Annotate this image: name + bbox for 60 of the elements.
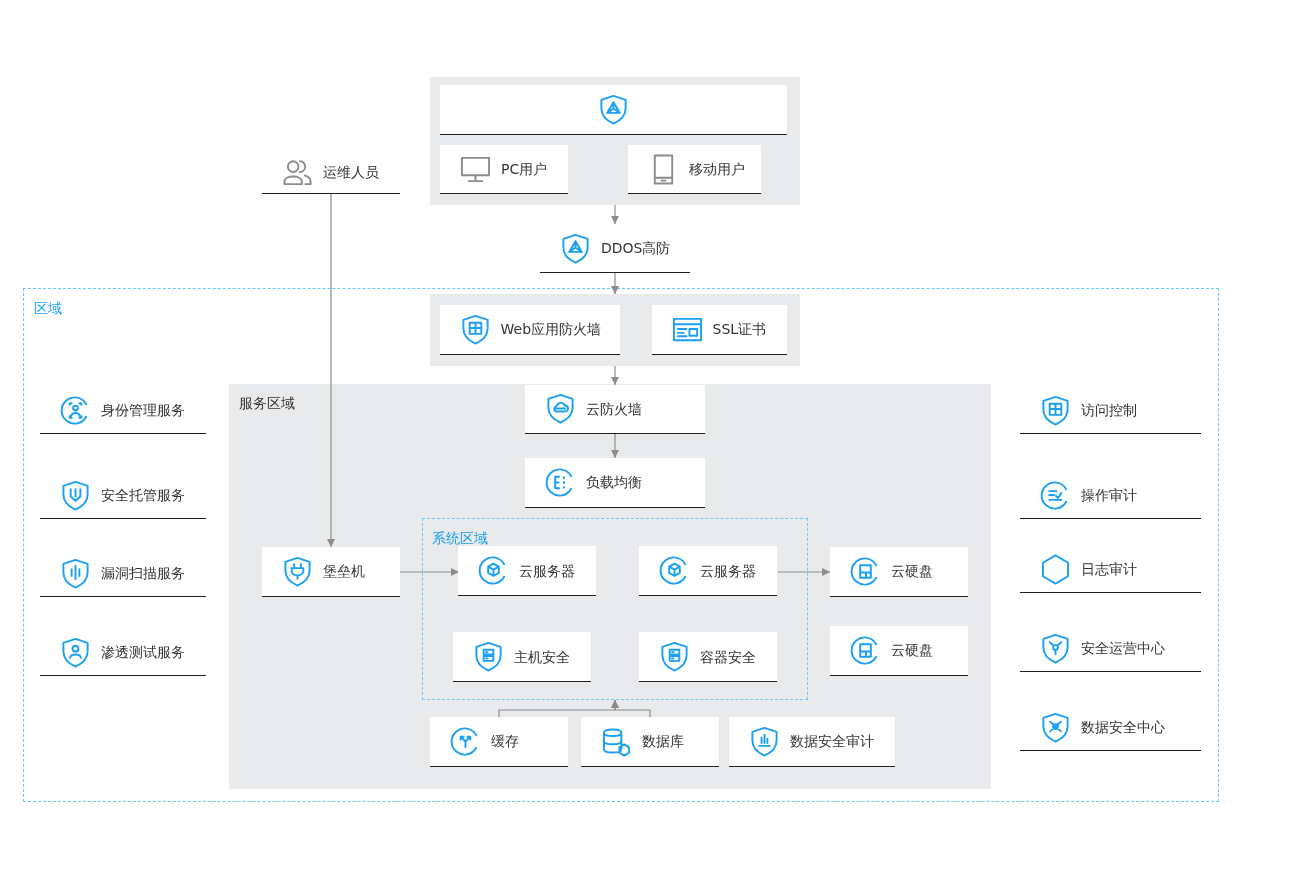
node-card xyxy=(524,384,705,434)
arrow xyxy=(611,433,619,459)
node-label: 容器安全 xyxy=(700,647,756,666)
arrow xyxy=(611,365,619,386)
group-panel xyxy=(430,77,800,205)
node-label: 操作审计 xyxy=(1080,486,1137,504)
node-label: 云硬盘 xyxy=(890,562,933,580)
node-label: 移动用户 xyxy=(689,160,745,178)
node-card xyxy=(440,145,568,194)
node-label: 主机安全 xyxy=(514,647,570,666)
node-label: 漏洞扫描服务 xyxy=(100,564,185,582)
arrow xyxy=(327,193,335,548)
node-label: 日志审计 xyxy=(1080,560,1137,578)
node-card xyxy=(829,625,968,676)
arrow xyxy=(611,272,619,295)
node-label: 访问控制 xyxy=(1080,401,1137,419)
node-card xyxy=(628,145,761,194)
group-panel xyxy=(228,383,991,789)
node-label: DDOS高防 xyxy=(601,239,671,257)
region-title: 区域 xyxy=(34,299,62,317)
node-label: 运维人员 xyxy=(323,162,379,181)
dashed-region xyxy=(23,288,1219,802)
node-label: 云服务器 xyxy=(700,561,756,580)
group-panel xyxy=(429,293,800,366)
arrow xyxy=(399,568,460,576)
node-card xyxy=(829,546,968,597)
node-card xyxy=(429,716,568,767)
node-label: 安全托管服务 xyxy=(100,486,185,504)
node-label: 负载均衡 xyxy=(585,473,642,491)
node-label: 堡垒机 xyxy=(322,562,365,580)
node-label: 数据安全中心 xyxy=(1080,718,1165,736)
node-label: 数据库 xyxy=(641,732,684,750)
node-card xyxy=(458,546,596,596)
node-label: PC用户 xyxy=(501,160,548,178)
dashed-region xyxy=(421,517,808,700)
node-card xyxy=(440,85,787,135)
node-label: 云防火墙 xyxy=(585,399,642,418)
node-label: 安全运营中心 xyxy=(1080,639,1165,657)
arrow xyxy=(777,568,831,576)
node-card xyxy=(728,716,895,767)
node-label: 云服务器 xyxy=(519,561,575,580)
node-card xyxy=(261,546,400,597)
node-label: 渗透测试服务 xyxy=(100,643,185,661)
node-label: 身份管理服务 xyxy=(100,401,185,419)
node-card xyxy=(524,457,705,508)
node-label: 缓存 xyxy=(490,732,519,750)
node-label: SSL证书 xyxy=(712,320,767,338)
node-label: Web应用防火墙 xyxy=(500,320,602,338)
node-label: 数据安全审计 xyxy=(789,732,874,750)
node-card xyxy=(639,546,777,596)
arrow xyxy=(611,699,651,718)
node-card xyxy=(453,632,591,682)
node-card xyxy=(639,632,777,682)
region-title: 服务区域 xyxy=(238,393,295,412)
region-title: 系统区域 xyxy=(431,528,488,547)
node-card xyxy=(651,304,787,355)
arrow xyxy=(611,204,619,225)
node-card xyxy=(439,304,620,355)
node-label: 云硬盘 xyxy=(890,641,933,659)
node-card xyxy=(580,716,719,767)
